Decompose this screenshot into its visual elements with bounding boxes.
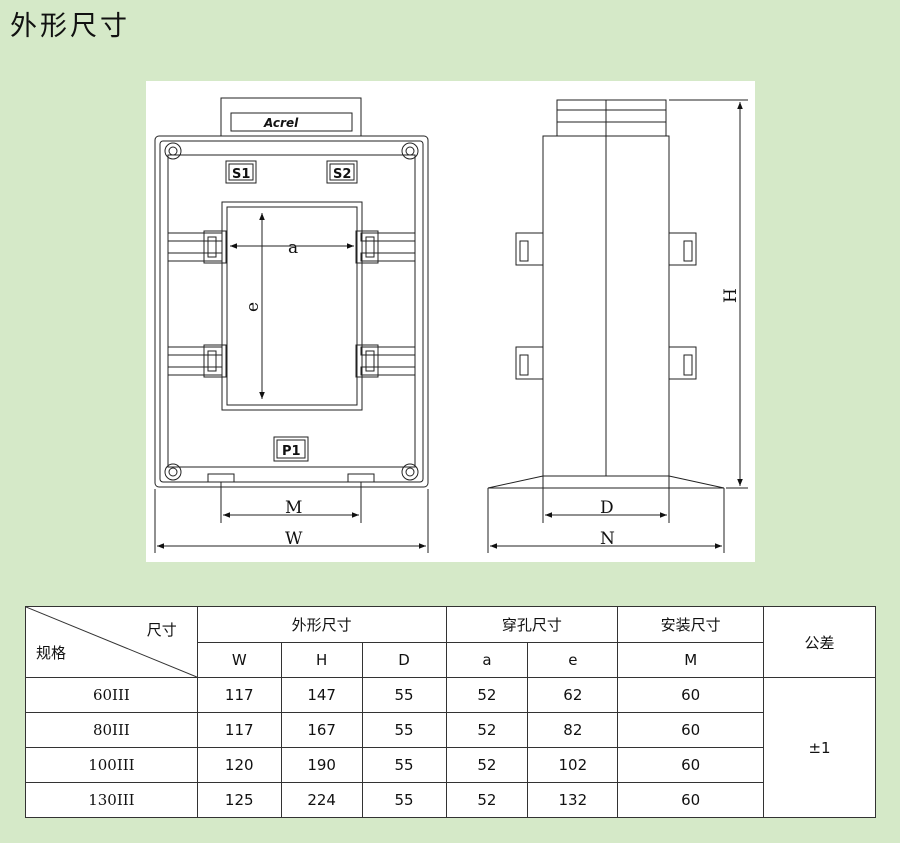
cell-d: 55 (361, 677, 447, 713)
terminal-s2 (326, 160, 358, 184)
cell-e: 132 (527, 782, 619, 818)
corner-label-spec: 规格 (36, 644, 67, 662)
cell-a: 52 (445, 677, 529, 713)
col-d: D (361, 642, 447, 678)
aperture (221, 201, 363, 411)
col-h: H (280, 642, 363, 678)
cell-m: 60 (617, 782, 765, 818)
group-tolerance: 公差 (763, 606, 876, 678)
dim-label-d: D (600, 498, 614, 518)
corner-header: 尺寸 规格 (25, 606, 198, 678)
table-row: 130III 125 224 55 52 132 60 (25, 782, 876, 818)
cell-m: 60 (617, 677, 765, 713)
cell-d: 55 (361, 712, 447, 748)
cell-h: 224 (280, 782, 363, 818)
spec-table: 尺寸 规格 外形尺寸 穿孔尺寸 安装尺寸 公差 W H D a e M 60II… (25, 606, 876, 818)
group-outline-size: 外形尺寸 (196, 606, 447, 643)
cell-w: 117 (196, 677, 282, 713)
model-cell: 130III (25, 782, 198, 818)
col-m: M (617, 642, 765, 678)
model-cell: 100III (25, 747, 198, 783)
cell-e: 62 (527, 677, 619, 713)
dim-label-w: W (285, 529, 303, 549)
col-a: a (445, 642, 529, 678)
dim-label-m: M (285, 498, 302, 518)
label-s2: S2 (333, 167, 351, 182)
dim-label-e: e (243, 302, 263, 312)
terminal-s1 (225, 160, 257, 184)
cell-h: 190 (280, 747, 363, 783)
dimension-drawing: Acrel S1 S2 P1 a e M W H D N (146, 81, 755, 562)
technical-drawing-svg: Acrel S1 S2 P1 a e M W H D N (154, 97, 748, 553)
cell-e: 102 (527, 747, 619, 783)
cell-h: 167 (280, 712, 363, 748)
table-row: 100III 120 190 55 52 102 60 (25, 747, 876, 783)
logo-text: Acrel (263, 116, 299, 130)
cell-w: 125 (196, 782, 282, 818)
label-s1: S1 (232, 167, 250, 182)
cell-m: 60 (617, 747, 765, 783)
cell-d: 55 (361, 747, 447, 783)
cell-a: 52 (445, 712, 529, 748)
cell-d: 55 (361, 782, 447, 818)
tolerance-cell: ±1 (763, 677, 876, 818)
col-w: W (196, 642, 282, 678)
label-p1: P1 (282, 444, 301, 459)
table-row: 60III 117 147 55 52 62 60 ±1 (25, 677, 876, 818)
cell-w: 120 (196, 747, 282, 783)
cell-m: 60 (617, 712, 765, 748)
cell-e: 82 (527, 712, 619, 748)
model-cell: 80III (25, 712, 198, 748)
cell-h: 147 (280, 677, 363, 713)
cell-a: 52 (445, 747, 529, 783)
dim-label-h: H (721, 288, 741, 303)
corner-label-size: 尺寸 (146, 621, 177, 639)
table-row: 80III 117 167 55 52 82 60 (25, 712, 876, 748)
group-hole-size: 穿孔尺寸 (445, 606, 619, 643)
model-cell: 60III (25, 677, 198, 713)
dim-label-a: a (288, 238, 298, 258)
cell-w: 117 (196, 712, 282, 748)
page-title: 外形尺寸 (10, 11, 130, 42)
group-mount-size: 安装尺寸 (617, 606, 765, 643)
dim-label-n: N (600, 529, 615, 549)
terminal-p1 (273, 436, 309, 462)
cell-a: 52 (445, 782, 529, 818)
col-e: e (527, 642, 619, 678)
